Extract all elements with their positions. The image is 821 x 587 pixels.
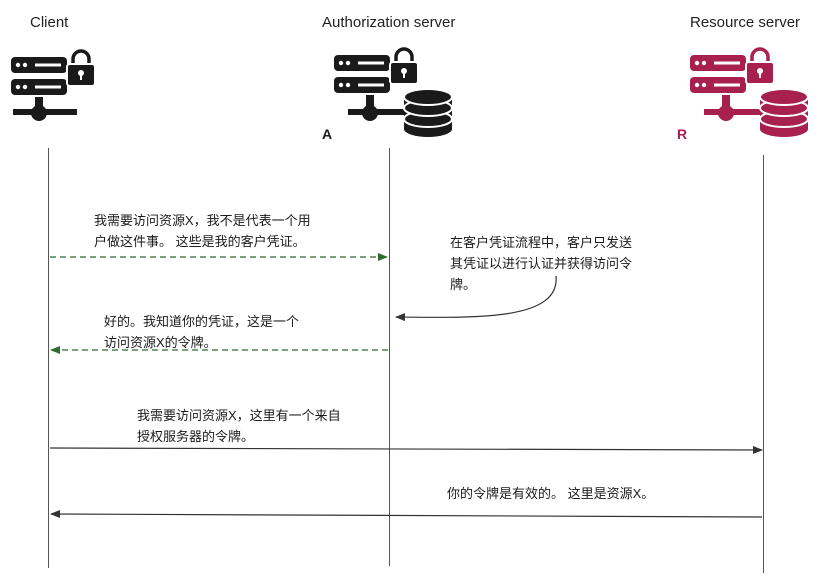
resource-server-lifeline — [763, 155, 764, 573]
auth-server-letter: A — [322, 126, 333, 142]
note-line: 牌。 — [450, 277, 477, 292]
message-line: 你的令牌是有效的。 这里是资源X。 — [447, 486, 655, 501]
resource-server-header: Resource server — [690, 14, 801, 31]
resource-response-arrow — [50, 510, 763, 519]
server-lock-database-icon — [334, 45, 453, 137]
message-line: 授权服务器的令牌。 — [137, 429, 255, 444]
server-lock-icon — [11, 47, 96, 121]
auth-server-lifeline — [389, 148, 390, 566]
message-line: 我需要访问资源X，这里有一个来自 — [137, 408, 341, 423]
message-request-credentials: 我需要访问资源X，我不是代表一个用 户做这件事。 这些是我的客户凭证。 — [94, 210, 311, 252]
note-line: 在客户凭证流程中，客户只发送 — [450, 235, 633, 250]
client-credentials-note: 在客户凭证流程中，客户只发送 其凭证以进行认证并获得访问令 牌。 — [450, 232, 632, 295]
note-connector-arrow — [395, 275, 557, 322]
resource-server-letter: R — [677, 126, 688, 142]
client-header: Client — [30, 14, 69, 31]
message-token-issued: 好的。我知道你的凭证，这是一个 访问资源X的令牌。 — [104, 311, 299, 353]
resource-request-arrow — [49, 445, 763, 454]
note-line: 其凭证以进行认证并获得访问令 — [450, 256, 633, 271]
server-lock-database-icon — [690, 45, 809, 137]
auth-server-header: Authorization server — [322, 14, 456, 31]
client-lifeline — [48, 148, 49, 568]
message-line: 访问资源X的令牌。 — [104, 335, 217, 350]
message-line: 户做这件事。 这些是我的客户凭证。 — [94, 234, 306, 249]
message-resource-request: 我需要访问资源X，这里有一个来自 授权服务器的令牌。 — [137, 405, 341, 447]
message-resource-response: 你的令牌是有效的。 这里是资源X。 — [447, 483, 654, 504]
message-line: 好的。我知道你的凭证，这是一个 — [104, 314, 300, 329]
message-line: 我需要访问资源X，我不是代表一个用 — [94, 213, 311, 228]
